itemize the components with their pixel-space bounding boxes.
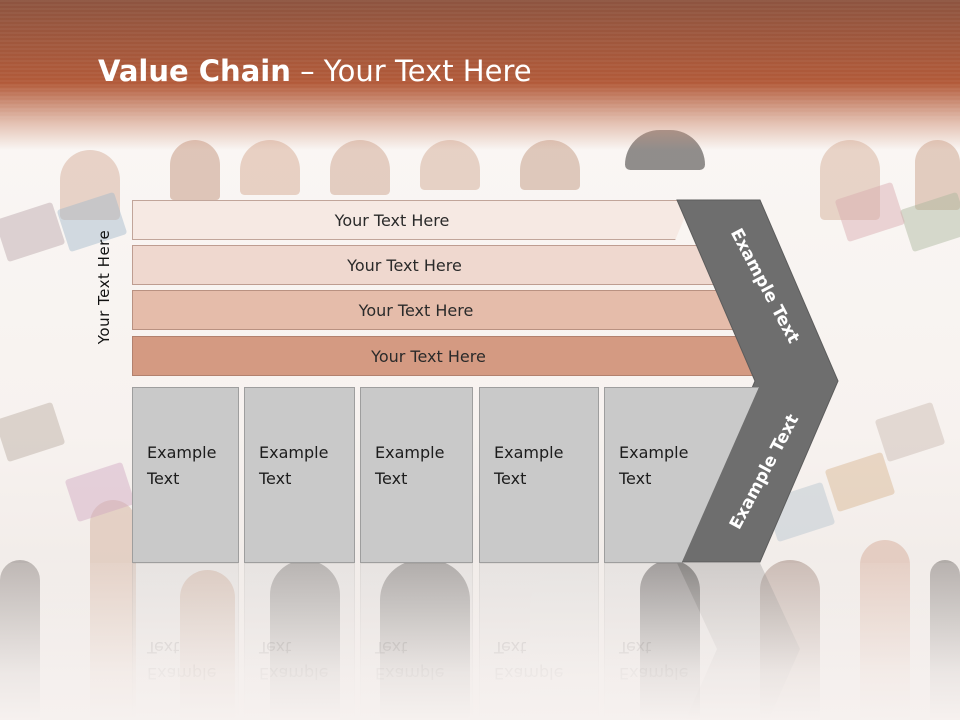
reflection: ExampleTextExampleTextExampleTextExample…: [0, 563, 960, 720]
box-line-1: Example: [147, 443, 217, 462]
title-band-texture: [0, 0, 960, 120]
title-band: [0, 0, 960, 150]
value-chain-row[interactable]: Your Text Here: [132, 336, 765, 376]
slide-title-rest: – Your Text Here: [290, 54, 532, 88]
box-line-1: Example: [619, 443, 689, 462]
box-line-1: Example: [494, 443, 564, 462]
box-line-2: Text: [619, 469, 652, 488]
box-line-2: Text: [147, 469, 180, 488]
value-chain-row[interactable]: Your Text Here: [132, 245, 717, 285]
box-line-2: Text: [494, 469, 527, 488]
slide-title[interactable]: Value Chain – Your Text Here: [98, 54, 532, 88]
row-label: Your Text Here: [334, 210, 450, 230]
box-line-2: Text: [259, 469, 292, 488]
slide-title-bold: Value Chain: [98, 54, 291, 88]
row-label: Your Text Here: [358, 300, 474, 320]
value-chain-row[interactable]: Your Text Here: [132, 290, 740, 330]
box-line-2: Text: [375, 469, 408, 488]
reflection-fade: [0, 563, 960, 720]
box-line-1: Example: [375, 443, 445, 462]
row-label: Your Text Here: [371, 346, 486, 366]
box-line-1: Example: [259, 443, 329, 462]
row-label: Your Text Here: [347, 255, 462, 275]
value-chain-row[interactable]: Your Text Here: [132, 200, 692, 240]
